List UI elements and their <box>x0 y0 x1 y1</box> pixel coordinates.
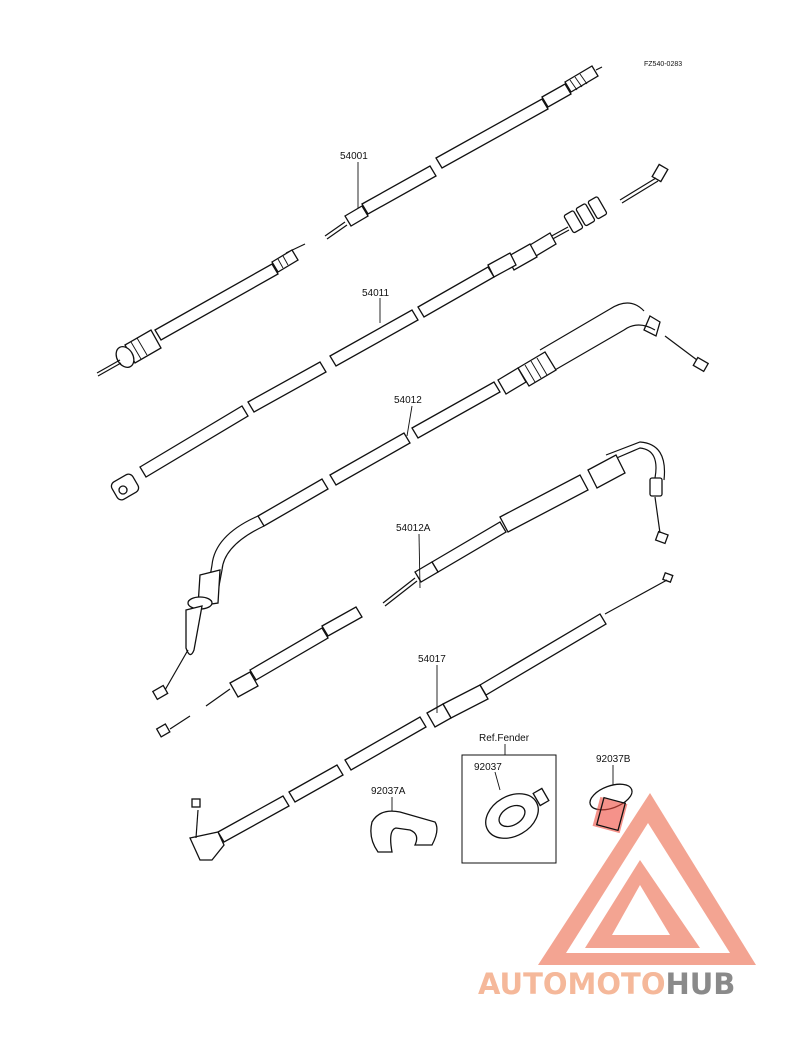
leader-lines <box>357 162 614 812</box>
cable-54012A <box>155 441 669 738</box>
ref-fender-box <box>461 754 557 864</box>
label-54012: 54012 <box>394 395 422 406</box>
watermark-text: AUTOMOTOHUB <box>478 967 735 1001</box>
grommet-92037 <box>485 787 550 839</box>
clamp-92037A <box>370 810 438 853</box>
watermark-part1: AUTOMOTO <box>478 967 665 1001</box>
label-54001: 54001 <box>340 151 368 162</box>
cable-54011 <box>96 243 306 377</box>
label-ref-fender: Ref.Fender <box>479 733 530 744</box>
cable-54012 <box>151 302 710 701</box>
label-54011: 54011 <box>362 288 390 299</box>
watermark-logo <box>538 793 756 965</box>
label-54012A: 54012A <box>396 523 431 534</box>
cable-54011-clutch <box>110 163 669 501</box>
label-92037: 92037 <box>474 762 502 773</box>
watermark-part2: HUB <box>665 967 735 1001</box>
label-92037A: 92037A <box>371 786 406 797</box>
clip-92037B <box>589 783 633 834</box>
cable-54017 <box>189 571 674 861</box>
label-92037B: 92037B <box>596 754 631 765</box>
label-54017: 54017 <box>418 654 446 665</box>
diagram-code: FZ540-0283 <box>644 61 682 68</box>
cable-54001 <box>324 65 603 240</box>
